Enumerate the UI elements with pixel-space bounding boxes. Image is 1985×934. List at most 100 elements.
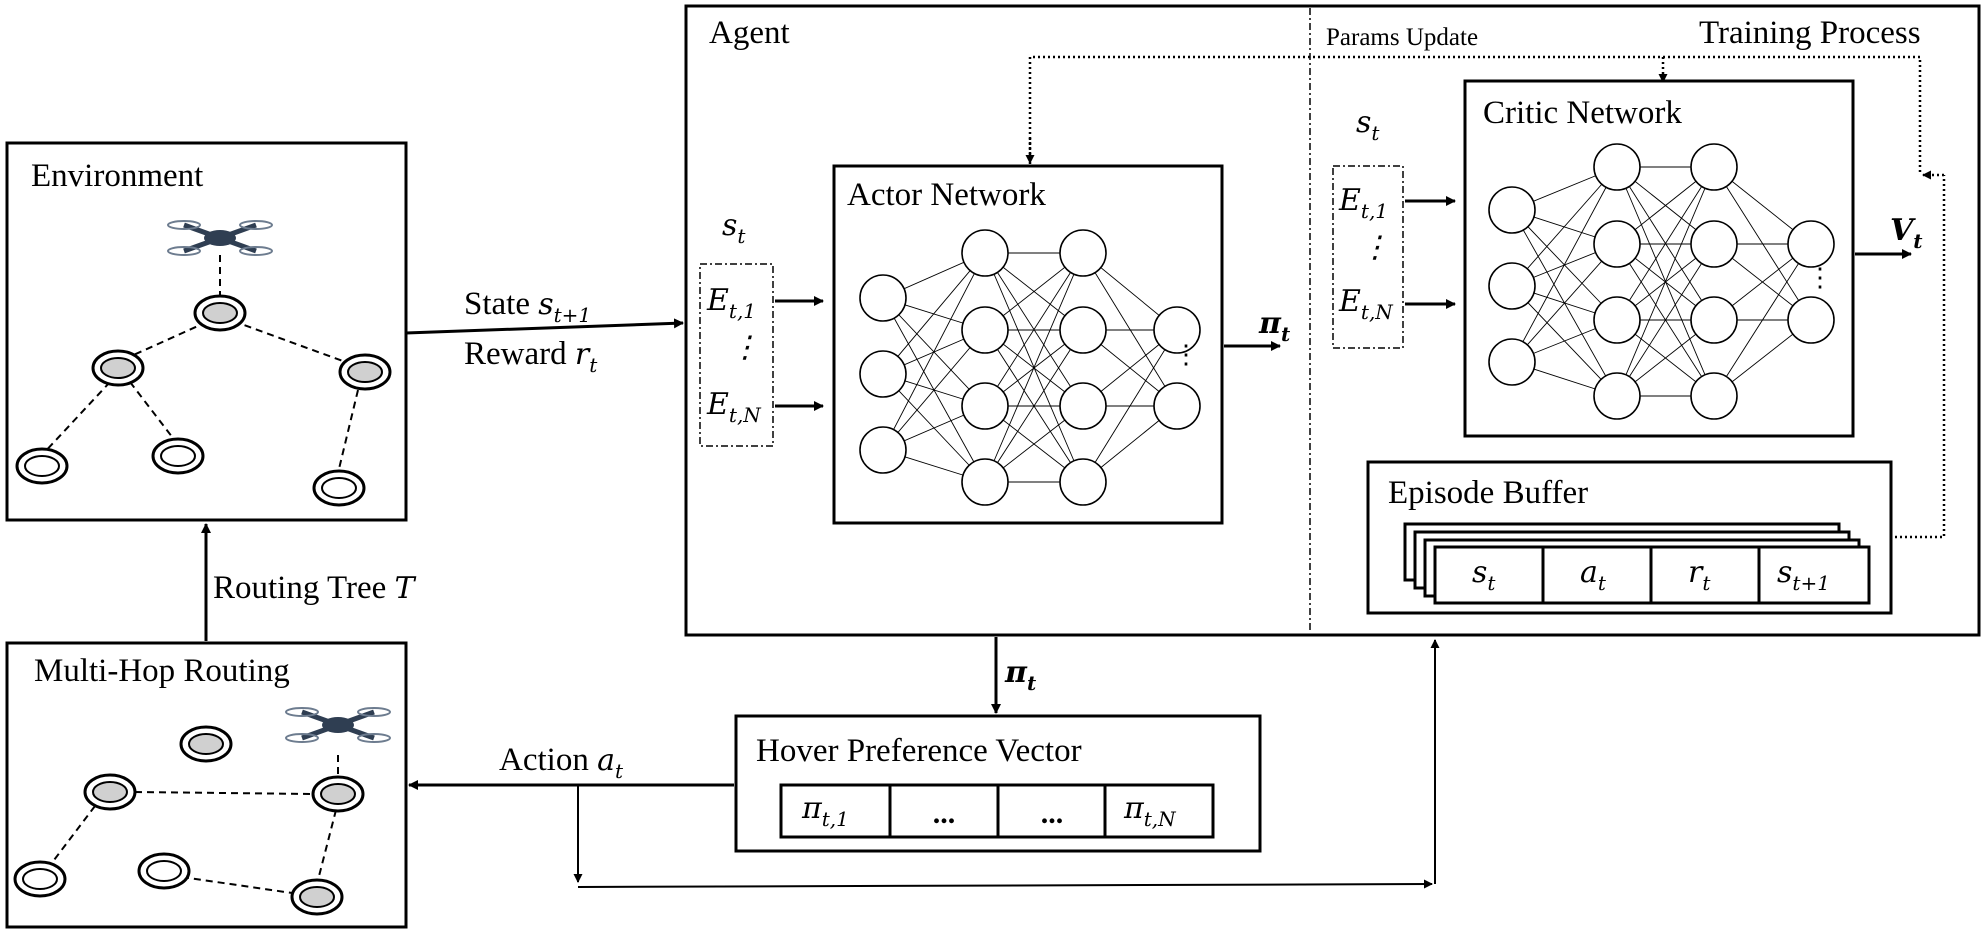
buffer-cell-next-state: s: [1777, 555, 1792, 590]
neuron-icon: [961, 382, 1009, 430]
state-entry-last: E: [706, 387, 729, 422]
actor-state-symbol: s: [722, 208, 737, 243]
routing-tree-symbol: T: [395, 571, 417, 606]
neuron-icon: [859, 274, 907, 322]
state-entry-first: E: [706, 283, 729, 318]
neuron-icon: [1787, 296, 1835, 344]
hover-vector-title: Hover Preference Vector: [756, 733, 1082, 769]
routing-title: Multi-Hop Routing: [34, 653, 290, 689]
critic-network-neurons: ⋮: [1488, 143, 1835, 420]
svg-text:st: st: [1472, 555, 1496, 595]
svg-text:st: st: [722, 208, 746, 248]
neuron-connection: [1511, 166, 1618, 287]
params-update-loop: [1025, 55, 1946, 539]
neuron-icon: [961, 458, 1009, 506]
action-arrow: Action at: [408, 639, 1440, 889]
critic-state-entry-dots: ⋮: [1360, 230, 1390, 265]
params-update-label: Params Update: [1326, 24, 1478, 51]
neuron-icon: [1059, 229, 1107, 277]
policy-output-label: π: [1258, 306, 1282, 341]
episode-buffer-title: Episode Buffer: [1388, 475, 1588, 511]
svg-text:State st+1: State st+1: [464, 286, 591, 327]
svg-text:Et,N: Et,N: [1338, 284, 1394, 324]
neuron-connection: [1082, 329, 1178, 483]
neuron-connection: [1616, 243, 1715, 397]
hover-input-label: π: [1004, 655, 1028, 690]
svg-text:Vt: Vt: [1890, 213, 1923, 253]
neuron-connection: [1511, 243, 1618, 363]
svg-text:rt: rt: [1688, 555, 1711, 595]
neuron-icon: [1593, 296, 1641, 344]
buffer-cell-reward: r: [1688, 555, 1704, 590]
reward-label: Reward: [464, 336, 575, 372]
neuron-icon: [1690, 143, 1738, 191]
value-output-label: V: [1890, 213, 1916, 248]
ue-node-icon: [91, 349, 145, 387]
neuron-connection: [1713, 166, 1812, 321]
neuron-icon: [1690, 220, 1738, 268]
neuron-icon: [859, 350, 907, 398]
ue-node-icon: [193, 294, 247, 332]
environment-panel: Environment: [5, 141, 408, 522]
ue-node-icon: [179, 725, 233, 763]
hover-cell-ellipsis-1: ...: [933, 797, 956, 830]
svg-text:πt: πt: [1258, 306, 1291, 346]
svg-text:Routing Tree T: Routing Tree T: [213, 570, 417, 606]
svg-text:st+1: st+1: [1777, 555, 1830, 595]
neuron-icon: [1787, 220, 1835, 268]
action-label: Action: [499, 742, 597, 778]
critic-state-entry-first: E: [1338, 183, 1361, 218]
hover-preference-vector: Hover Preference Vector πt,1 ... ... πt,…: [734, 714, 1262, 853]
critic-network-title: Critic Network: [1483, 95, 1682, 131]
actor-state-vector: [699, 263, 774, 447]
routing-links: [47, 755, 339, 894]
neuron-connection: [984, 329, 1084, 483]
ue-node-icon: [137, 852, 191, 890]
buffer-cell-action: a: [1580, 555, 1598, 590]
svg-text:Reward rt: Reward rt: [464, 336, 598, 377]
svg-text:Et,1: Et,1: [1338, 183, 1388, 223]
ue-node-icon: [338, 353, 392, 391]
hover-cell-first: π: [801, 791, 823, 826]
neuron-connection: [1082, 252, 1178, 407]
svg-text:Et,N: Et,N: [706, 387, 762, 427]
svg-text:Action at: Action at: [499, 742, 624, 783]
neuron-connection: [1616, 166, 1715, 321]
svg-text:πt,N: πt,N: [1123, 791, 1177, 831]
state-entry-dots: ⋮: [730, 330, 760, 365]
neuron-icon: [1593, 143, 1641, 191]
neuron-connection: [882, 252, 986, 375]
ue-node-icon: [13, 860, 67, 898]
svg-text:πt,1: πt,1: [801, 791, 849, 831]
agent-title: Agent: [709, 15, 790, 51]
drone-icon: [285, 707, 391, 743]
ue-node-icon: [312, 469, 366, 507]
policy-to-hover-arrow: πt: [991, 637, 1037, 714]
critic-state-input: st Et,1 ⋮ Et,N: [1332, 105, 1456, 349]
ue-node-icon: [311, 775, 365, 813]
state-reward-arrow: State st+1 Reward rt: [405, 286, 684, 377]
neuron-icon: [961, 306, 1009, 354]
neuron-icon: [1488, 186, 1536, 234]
ue-node-icon: [151, 437, 205, 475]
hover-cell-ellipsis-2: ...: [1041, 797, 1064, 830]
routing-tree-arrow: Routing Tree T: [201, 523, 417, 641]
episode-buffer: Episode Buffer st at rt st+1: [1366, 460, 1893, 615]
neuron-connection: [984, 252, 1084, 407]
actor-network-title: Actor Network: [847, 177, 1046, 213]
neuron-connection: [1713, 243, 1812, 397]
neuron-icon: [1593, 372, 1641, 420]
neuron-icon: [1690, 372, 1738, 420]
neuron-connection: [1616, 166, 1715, 397]
drone-icon: [167, 220, 273, 256]
neuron-ellipsis: ⋮: [1173, 340, 1199, 369]
critic-state-vector: [1332, 165, 1404, 349]
neuron-icon: [1153, 382, 1201, 430]
critic-network: Critic Network ⋮ Vt: [1463, 79, 1923, 438]
neuron-ellipsis: ⋮: [1807, 263, 1833, 292]
neuron-icon: [961, 229, 1009, 277]
neuron-connection: [1511, 166, 1618, 363]
neuron-icon: [1059, 382, 1107, 430]
neuron-icon: [859, 426, 907, 474]
